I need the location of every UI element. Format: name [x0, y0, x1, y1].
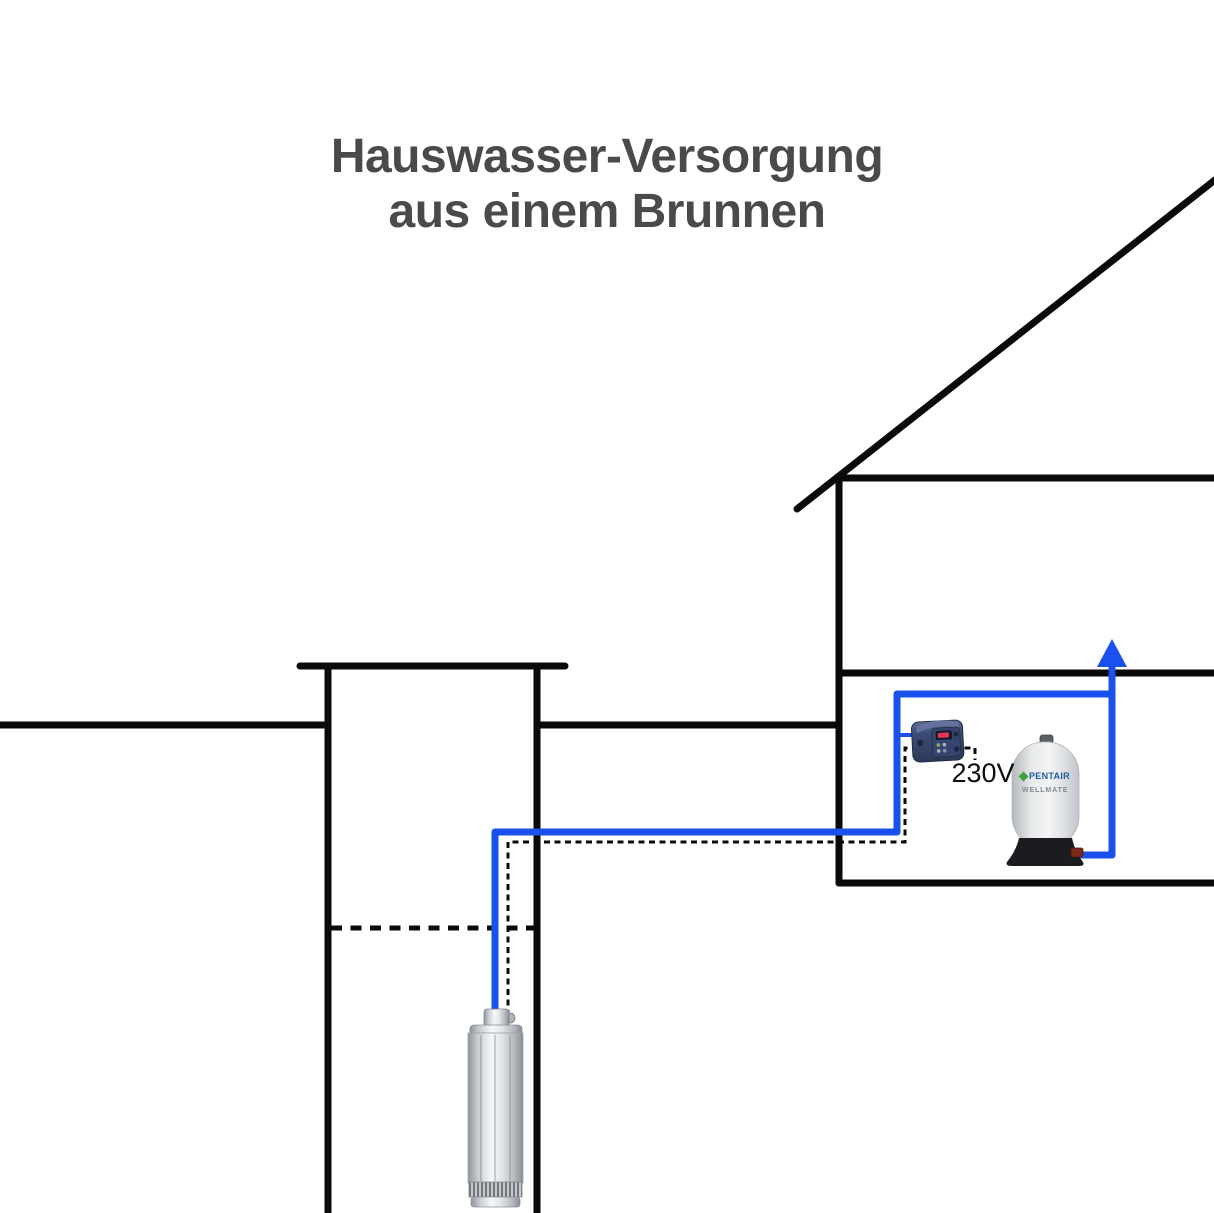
- page-title-line2: aus einem Brunnen: [388, 184, 826, 238]
- tank-base-skirt: [1006, 838, 1084, 866]
- controller-screw: [953, 731, 959, 737]
- power-cable-dashed: [506, 746, 977, 1016]
- controller-button: [936, 743, 941, 747]
- controller-screw: [917, 739, 924, 746]
- page-title: Hauswasser-Versorgung aus einem Brunnen: [0, 130, 1214, 239]
- controller-screw: [954, 746, 960, 752]
- tank-brand-label: PENTAIR: [1018, 771, 1070, 781]
- power-voltage-label: 230V: [951, 758, 1015, 788]
- pressure-controller-image: [911, 719, 965, 763]
- ground-and-well: [0, 662, 843, 1213]
- tank-body: [1011, 741, 1080, 849]
- submersible-pump-image: [467, 1008, 524, 1208]
- pentair-diamond-icon: [1018, 771, 1029, 781]
- tank-outlet-fitting: [1070, 847, 1084, 858]
- pump-suction-screen: [468, 1181, 523, 1198]
- pump-base: [470, 1196, 521, 1208]
- controller-top-face: [916, 720, 959, 734]
- controller-button: [936, 749, 941, 753]
- pipe-tank-to-outlet: [1074, 658, 1116, 859]
- pipe-pump-to-house: [491, 690, 1116, 1020]
- pressure-tank-image: [1006, 734, 1084, 866]
- water-pipe: [491, 639, 1127, 1020]
- controller-display-digits: [937, 732, 949, 738]
- controller-button: [942, 748, 947, 753]
- tank-model-label: WELLMATE: [1022, 787, 1069, 794]
- flow-up-arrow-icon: [1097, 639, 1127, 667]
- roof-line: [793, 176, 1214, 513]
- page-title-line1: Hauswasser-Versorgung: [330, 130, 884, 183]
- tank-brand-text: PENTAIR: [1029, 771, 1070, 781]
- house-outline: [793, 176, 1214, 887]
- controller-button: [942, 742, 947, 747]
